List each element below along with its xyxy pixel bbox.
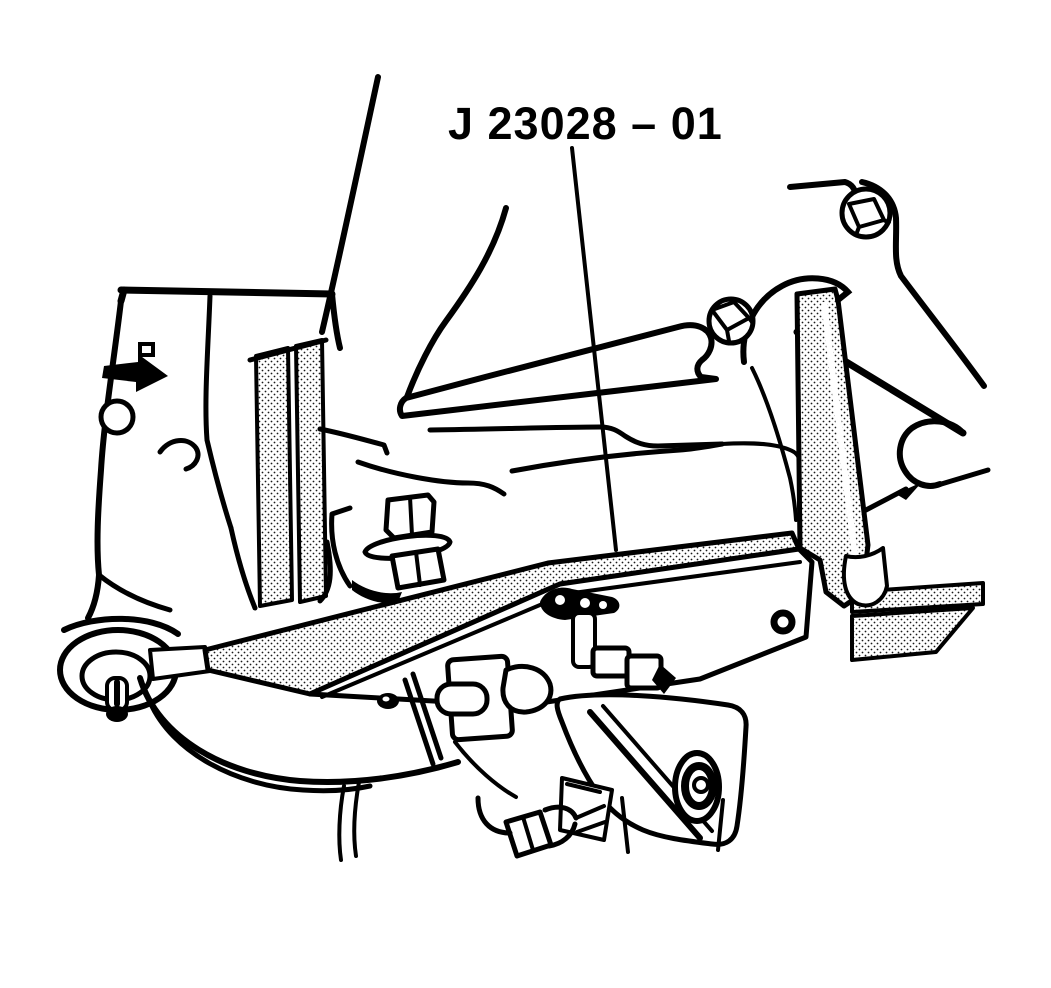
- brake-hose-left: [337, 784, 346, 862]
- support-band-corner-curve: [317, 539, 333, 604]
- bellhousing-lower-curve: [404, 205, 509, 400]
- bellhousing-left-edge: [319, 74, 381, 335]
- nut-bracket-left: [329, 505, 353, 589]
- stud-cluster-dot-2: [580, 598, 590, 608]
- oil-pan-line-upper: [427, 424, 725, 449]
- brake-hose-right: [352, 780, 361, 858]
- bushing-cap-arc: [61, 615, 181, 637]
- nut-upper-facet: [408, 495, 414, 537]
- under-plate-stud-cluster: [540, 587, 676, 694]
- pivot-bolt-arrow: [98, 342, 168, 436]
- mount-hook-tail-right: [935, 467, 991, 488]
- arm-inner-contour: [203, 293, 234, 531]
- oil-pan-line-lower: [355, 459, 507, 497]
- support-band-top-edge: [247, 337, 329, 363]
- arm-neck-line: [228, 525, 258, 611]
- hex-bolt-lower-facets: [710, 300, 754, 342]
- bolt-head-facet: [521, 815, 535, 852]
- bracket-grommet-hole: [692, 776, 710, 794]
- support-band-left: [254, 346, 294, 608]
- pivot-bushing-ring: [98, 398, 136, 436]
- flange-bottom-curl: [841, 546, 889, 608]
- arm-lower-shoulder: [96, 572, 173, 613]
- bracket-bottom-lobe: [475, 795, 513, 836]
- stabilizer-bar-inner: [147, 699, 373, 794]
- mount-block-1: [590, 645, 632, 679]
- crossmember-front-strip: [850, 606, 975, 662]
- clamp-lower-line: [453, 740, 518, 799]
- bolt-shaft: [574, 804, 607, 834]
- hex-bolt-upper-facets: [847, 197, 892, 236]
- support-band-right: [294, 338, 328, 604]
- oil-pan-bottom-edge: [509, 441, 725, 474]
- leader-line: [570, 146, 618, 552]
- bracket-right-lower-edge: [716, 798, 725, 852]
- pivot-bolt-head: [138, 342, 155, 357]
- oil-pan-line-left: [317, 426, 390, 456]
- clamp-inner-tab: [434, 681, 490, 717]
- arm-right-contour: [329, 291, 343, 351]
- mount-wedge: [652, 664, 676, 694]
- clamp-strap: [402, 671, 444, 767]
- hex-bolt-upper: [839, 186, 893, 240]
- bushing-pin-tip: [106, 706, 128, 722]
- tool-plate-right-hole: [770, 609, 796, 635]
- ball-stud-nut-stack: [329, 492, 453, 604]
- nut-lower-facet: [414, 550, 422, 587]
- mount-stud: [571, 611, 597, 669]
- stud-cluster-dot-1: [555, 595, 565, 605]
- pivot-bolt-arrow-glyph: [102, 354, 168, 392]
- bracket-drop-line: [620, 796, 630, 854]
- flange-inner-highlight: [821, 301, 858, 557]
- lower-mount-bolt: [475, 795, 607, 859]
- hex-bolt-lower: [706, 296, 756, 346]
- bracket-lower-tab-line: [565, 782, 602, 794]
- bracket-grommet-ring: [681, 762, 717, 810]
- nut-base-shadow: [352, 580, 402, 604]
- tool-callout-label: J 23028 – 01: [448, 98, 723, 149]
- stabilizer-bar-outer: [137, 675, 461, 786]
- arm-bump-detail: [157, 438, 201, 472]
- clamp-cluster: [402, 653, 554, 799]
- mount-hook-curve: [896, 418, 966, 489]
- tool-plate-tip-arm: [148, 645, 212, 681]
- stud-cluster-dot-3: [599, 601, 607, 609]
- transmission-rear-contour: [750, 366, 798, 522]
- clamp-side-blob: [500, 664, 554, 715]
- upper-right-bracket-arm: [859, 179, 987, 389]
- bolt-washer: [542, 804, 579, 849]
- mount-bracket: [554, 692, 749, 854]
- frame-rail: [396, 322, 719, 419]
- mount-bracket-fold-edge: [587, 709, 703, 841]
- hook-junction-wedge: [896, 482, 922, 500]
- tool-plate-left-hole-center: [382, 696, 390, 702]
